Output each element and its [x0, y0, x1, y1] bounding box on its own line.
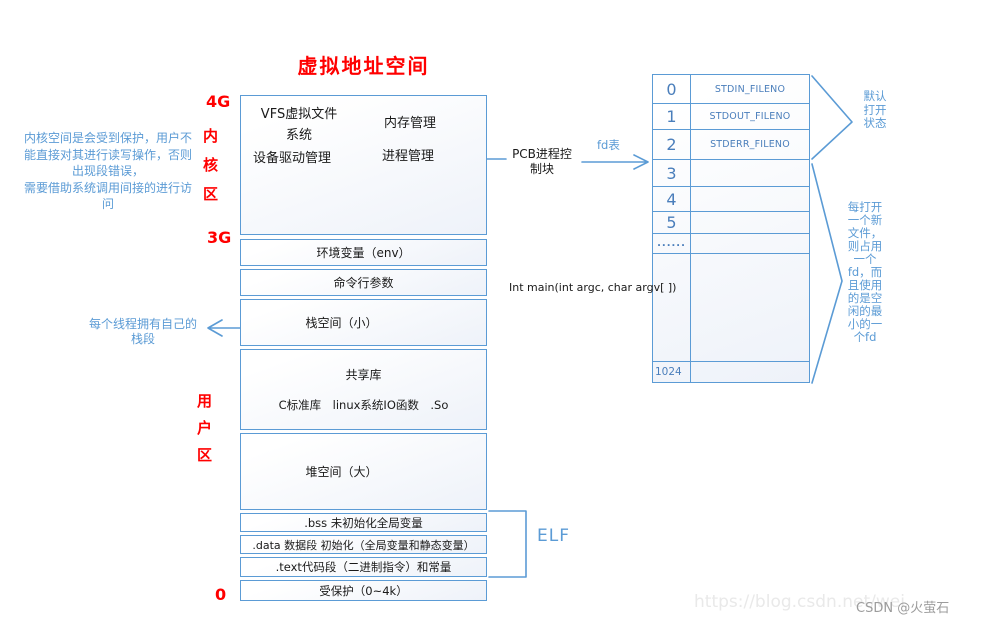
label-user-region: 用户区: [196, 392, 212, 464]
elf-bracket: [488, 510, 527, 578]
fd-row-empty: [653, 254, 809, 362]
fd-table: 0 STDIN_FILENO 1 STDOUT_FILENO 2 STDERR_…: [652, 74, 810, 383]
fd-value: [691, 254, 809, 361]
label-4g: 4G: [206, 92, 231, 111]
thread-stack-note: 每个线程拥有自己的栈段: [88, 317, 197, 346]
pcb-to-fdtable-arrow: [581, 154, 649, 170]
fd-value: [691, 160, 809, 186]
label-3g: 3G: [207, 228, 232, 247]
fd-value: [691, 234, 809, 253]
section-stack: 栈空间（小）: [240, 299, 487, 346]
fd-row-3: 3: [653, 160, 809, 187]
fd-row-1: 1 STDOUT_FILENO: [653, 104, 809, 130]
fd-index: 1: [653, 104, 691, 129]
fd-value: [691, 187, 809, 211]
fd-index: 4: [653, 187, 691, 211]
default-open-chevron: [811, 75, 853, 160]
fd-index: 5: [653, 212, 691, 233]
section-data: .data 数据段 初始化（全局变量和静态变量）: [240, 535, 487, 554]
fd-value: STDERR_FILENO: [710, 139, 790, 150]
fd-value: [691, 362, 809, 382]
kernel-item-memory-mgmt: 内存管理: [384, 116, 437, 131]
section-shared-libs: 共享库 C标准库 linux系统IO函数 .So: [240, 349, 487, 430]
fd-index: 0: [653, 75, 691, 103]
fd-value: STDIN_FILENO: [714, 83, 786, 95]
fd-row-4: 4: [653, 187, 809, 212]
fd-index: 3: [653, 160, 691, 186]
fd-row-0: 0 STDIN_FILENO: [653, 75, 809, 104]
fd-index: 1024: [653, 362, 691, 382]
label-kernel-region: 内核区: [202, 127, 218, 203]
kernel-item-device-driver: 设备驱动管理: [253, 151, 332, 166]
page-title: 虚拟地址空间: [297, 54, 430, 78]
section-protected: 受保护（0~4k）: [240, 580, 487, 601]
fd-row-5: 5: [653, 212, 809, 234]
kernel-space-box: VFS虚拟文件 系统 内存管理 设备驱动管理 进程管理: [240, 95, 487, 235]
section-heap: 堆空间（大）: [240, 433, 487, 510]
kernel-item-process-mgmt: 进程管理: [382, 149, 435, 164]
fd-index: [653, 254, 691, 361]
fd-row-2: 2 STDERR_FILENO: [653, 130, 809, 160]
fd-row-1024: 1024: [653, 362, 809, 382]
fd-allocation-note: 每打开一个新文件，则占用一个fd，而且使用的是空闲的最小的一个fd: [847, 200, 883, 344]
fd-row-ellipsis: ......: [653, 234, 809, 254]
fd-value: STDOUT_FILENO: [709, 111, 791, 122]
section-env: 环境变量（env）: [240, 239, 487, 266]
label-0: 0: [215, 585, 227, 604]
watermark-handle: CSDN @火萤石: [856, 601, 950, 616]
fd-allocation-chevron: [811, 163, 843, 384]
watermark-url: https://blog.csdn.net/wei: [694, 592, 905, 612]
fd-table-arrow-label: fd表: [597, 138, 620, 152]
section-bss: .bss 未初始化全局变量: [240, 513, 487, 532]
fd-index: 2: [653, 130, 691, 159]
fd-index: ......: [653, 234, 691, 253]
kernel-item-vfs: VFS虚拟文件 系统: [260, 107, 338, 143]
section-cmdline-args: 命令行参数: [240, 269, 487, 296]
kernel-protection-note: 内核空间是会受到保护，用户不能直接对其进行读写操作，否则出现段错误， 需要借助系…: [23, 131, 192, 211]
section-text: .text代码段（二进制指令）和常量: [240, 557, 487, 577]
pcb-label: PCB进程控制块: [512, 147, 572, 176]
main-signature: Int main(int argc, char argv[ ]): [509, 281, 677, 294]
fd-value: [691, 212, 809, 233]
default-open-note: 默认打开状态: [863, 89, 887, 130]
elf-label: ELF: [537, 526, 570, 546]
